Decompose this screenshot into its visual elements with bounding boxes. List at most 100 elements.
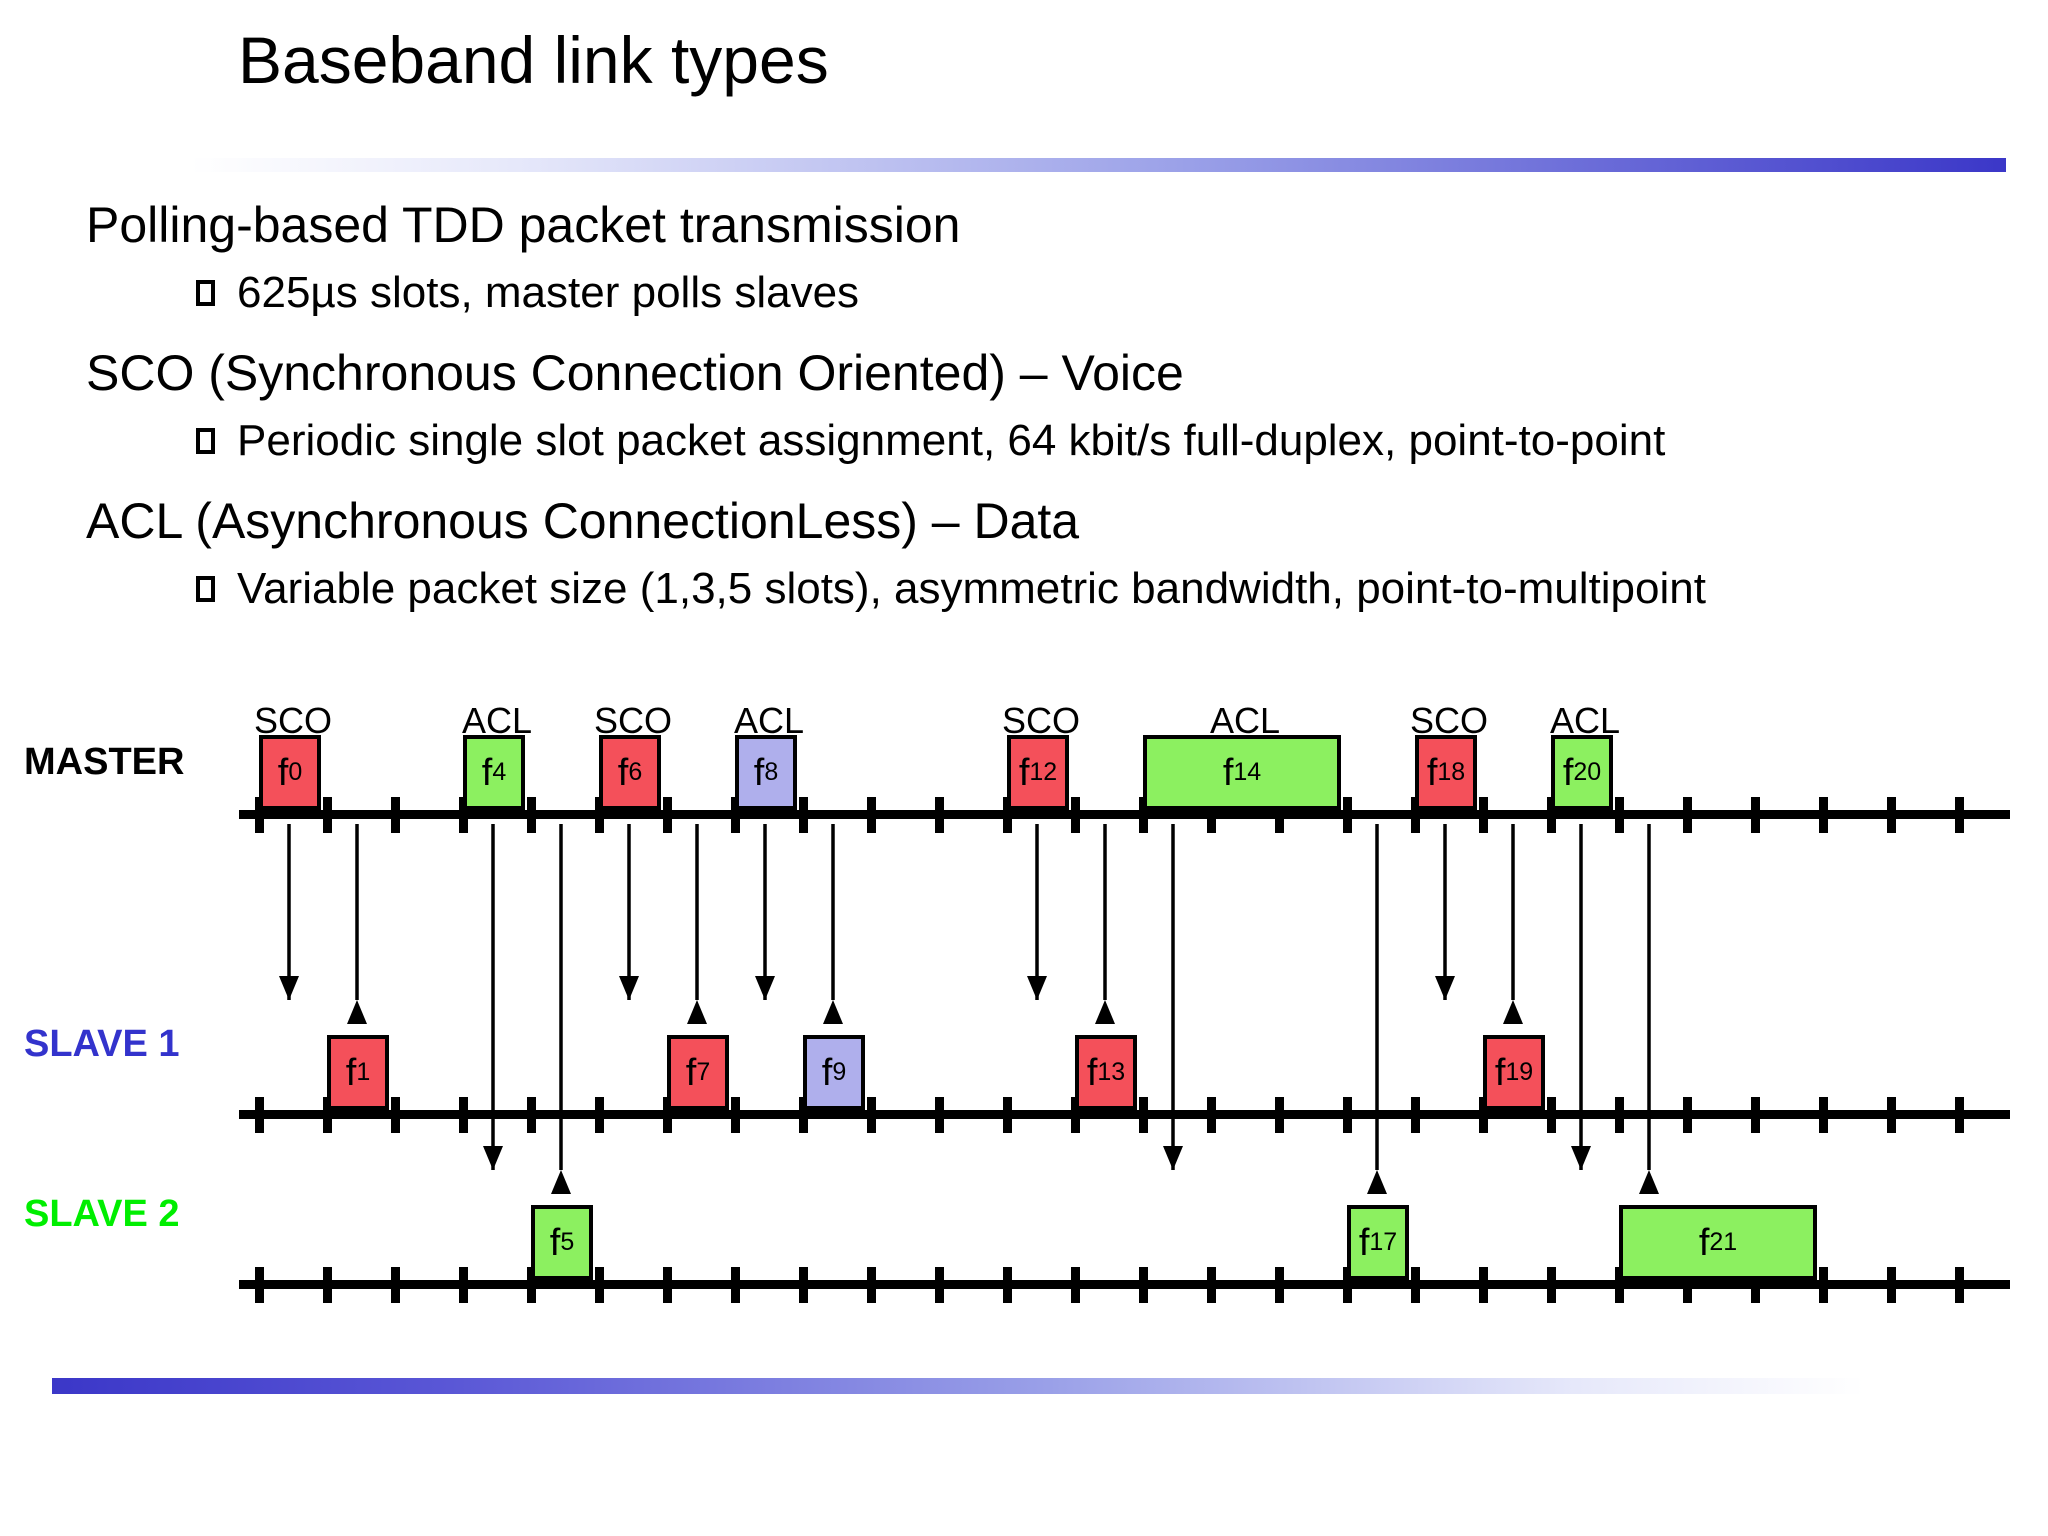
slot-tick [1139,1097,1148,1133]
packet-label-base: f [1086,1051,1098,1094]
transmission-arrow-up [687,824,707,1024]
slot-tick [663,1267,672,1303]
slot-tick [1819,1267,1828,1303]
slot-tick [1207,797,1216,833]
transmission-arrow-up [823,824,843,1024]
slot-tick [867,1097,876,1133]
row-label-slave1: SLAVE 1 [24,1023,180,1065]
slot-tick [663,1097,672,1133]
slot-tick [595,1267,604,1303]
bullet-heading: SCO (Synchronous Connection Oriented) – … [86,345,1184,401]
slot-tick [1479,1097,1488,1133]
slot-tick [1003,797,1012,833]
slot-tick [1887,1267,1896,1303]
packet-label-index: 20 [1573,758,1602,786]
slot-tick [255,1267,264,1303]
transmission-arrow-down [1027,824,1047,1000]
slot-tick [527,1097,536,1133]
slot-tick [1343,1097,1352,1133]
slot-tick [1887,1097,1896,1133]
slot-tick [1411,1097,1420,1133]
packet-label-index: 8 [764,758,779,786]
timeline-axis-slave2 [239,1280,2010,1289]
slot-tick [527,797,536,833]
link-type-caption: SCO [1409,700,1488,741]
slot-tick [799,1267,808,1303]
slot-tick [1683,1097,1692,1133]
row-label-master: MASTER [24,741,185,783]
packet-label-index: 7 [696,1058,711,1086]
slot-tick [1615,797,1624,833]
packet-label-index: 19 [1505,1058,1534,1086]
slot-tick [391,1267,400,1303]
transmission-arrow-down [755,824,775,1000]
packet-label-base: f [1426,751,1438,794]
slot-tick [663,797,672,833]
slot-tick [323,1267,332,1303]
slot-tick [935,797,944,833]
link-type-caption: SCO [253,700,332,741]
link-type-caption: SCO [593,700,672,741]
bullet-sub-item: Periodic single slot packet assignment, … [196,416,1665,466]
packet-label-base: f [753,751,765,794]
square-bullet-icon [196,428,215,454]
square-bullet-icon [196,280,215,306]
slot-tick [1819,797,1828,833]
transmission-arrow-down [619,824,639,1000]
slot-tick [255,797,264,833]
packet-label-index: 4 [492,758,507,786]
slot-tick [1547,1097,1556,1133]
slot-tick [1343,1267,1352,1303]
packet-label-base: f [1358,1221,1370,1264]
slot-tick [323,1097,332,1133]
timeline-axis-master [239,810,2010,819]
slot-tick [1479,1267,1488,1303]
bullet-text: Periodic single slot packet assignment, … [237,416,1666,465]
packet-label-index: 9 [832,1058,847,1086]
slot-tick [1955,797,1964,833]
packet-label-index: 0 [288,758,303,786]
slot-tick [1547,1267,1556,1303]
slot-tick [1751,797,1760,833]
slot-tick [1071,1267,1080,1303]
packet-label-base: f [617,751,629,794]
footer-divider-bar [52,1378,1864,1394]
slot-tick [323,797,332,833]
slot-tick [731,1097,740,1133]
slot-tick [1615,1267,1624,1303]
slot-tick [935,1097,944,1133]
slot-tick [1207,1097,1216,1133]
slot-tick [1751,1097,1760,1133]
slot-tick [731,797,740,833]
slot-tick [1819,1097,1828,1133]
link-type-caption: ACL [1209,700,1281,741]
slot-tick [1343,797,1352,833]
slot-tick [1003,1267,1012,1303]
packet-label-base: f [345,1051,357,1094]
packet-label-base: f [1018,751,1030,794]
packet-label-index: 21 [1709,1228,1738,1256]
slot-tick [459,797,468,833]
bullet-text: 625µs slots, master polls slaves [237,268,860,317]
slot-tick [867,797,876,833]
slot-tick [867,1267,876,1303]
slot-tick [1139,797,1148,833]
packet-label-index: 14 [1233,758,1262,786]
slot-tick [1207,1267,1216,1303]
transmission-arrow-up [1503,824,1523,1024]
transmission-arrow-down [1435,824,1455,1000]
slot-tick [1275,797,1284,833]
slot-tick [1887,797,1896,833]
slot-tick [255,1097,264,1133]
slot-tick [1275,1097,1284,1133]
link-type-caption: ACL [1549,700,1621,741]
slot-tick [527,1267,536,1303]
